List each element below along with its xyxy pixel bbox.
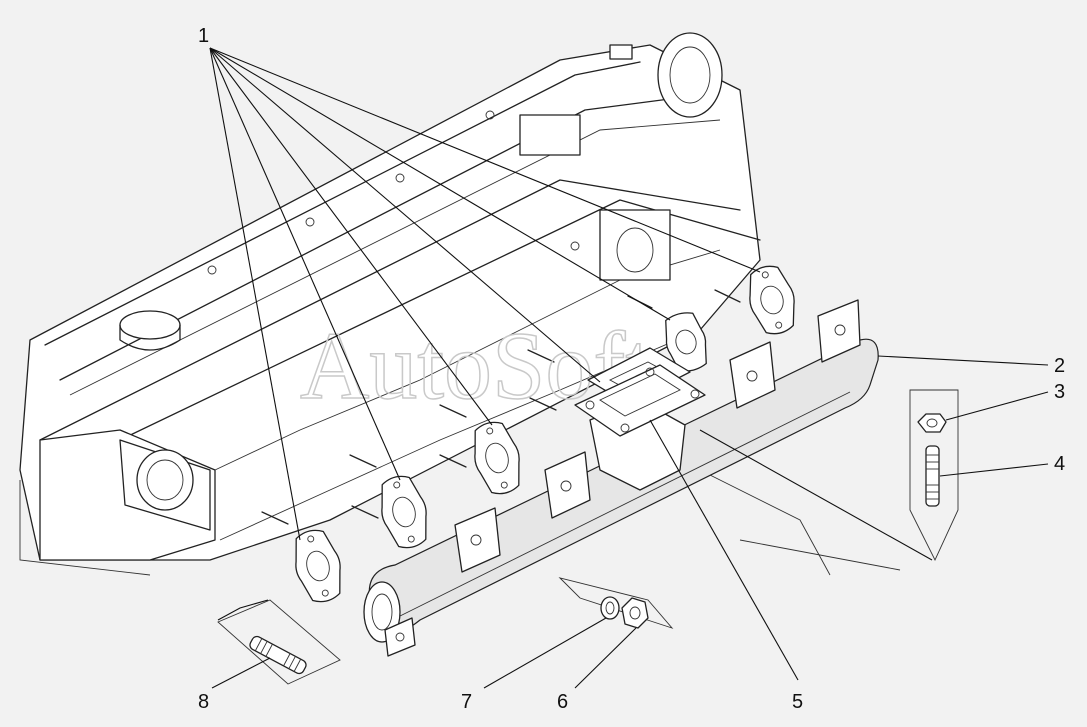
gasket-3 bbox=[474, 421, 520, 495]
callout-2: 2 bbox=[1054, 355, 1065, 377]
nut-6 bbox=[621, 597, 649, 629]
callout-4: 4 bbox=[1054, 453, 1065, 475]
callout-3: 3 bbox=[1054, 381, 1065, 403]
callout-8: 8 bbox=[198, 691, 209, 713]
bolt-detail bbox=[909, 389, 959, 562]
nut-3 bbox=[917, 413, 947, 433]
engine-block bbox=[19, 32, 901, 576]
callout-6: 6 bbox=[557, 691, 568, 713]
stud-8-detail bbox=[217, 599, 341, 685]
gasket-2 bbox=[381, 475, 427, 549]
leader-lines bbox=[209, 47, 1049, 689]
callout-7: 7 bbox=[461, 691, 472, 713]
exhaust-manifold bbox=[363, 299, 879, 657]
callout-5: 5 bbox=[792, 691, 803, 713]
gasket-5 bbox=[749, 265, 795, 335]
washer-7 bbox=[600, 596, 620, 620]
callout-1: 1 bbox=[198, 25, 209, 47]
gasket-4 bbox=[665, 312, 707, 372]
callout-labels: 1 2 3 4 5 6 7 8 bbox=[198, 25, 1065, 713]
gasket-1 bbox=[295, 529, 341, 603]
washer-nut-detail bbox=[558, 577, 674, 629]
stud-4 bbox=[925, 445, 940, 507]
